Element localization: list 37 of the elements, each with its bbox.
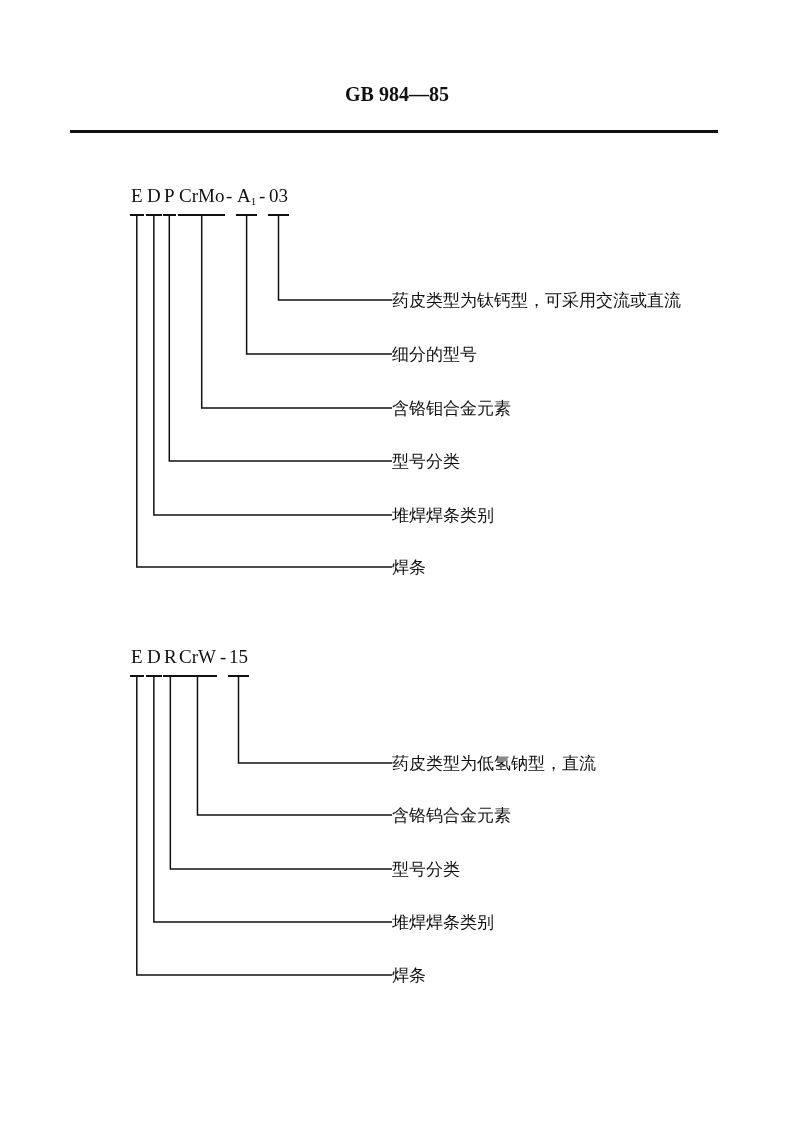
underlined-code-part: 15: [228, 647, 249, 677]
underlined-code-part: 03: [268, 186, 289, 216]
underlined-code-part: D: [146, 186, 162, 216]
description-text: 型号分类: [392, 451, 460, 471]
document-number: GB 984—85: [345, 83, 449, 105]
leader-line: [168, 215, 393, 462]
underlined-code-part: A$_{1}$: [236, 186, 258, 216]
leader-line: [169, 676, 393, 870]
description-text: 堆焊焊条类别: [392, 505, 494, 525]
hyphen-separator: -: [259, 186, 266, 206]
leader-line: [153, 215, 393, 516]
leader-line: [200, 215, 393, 409]
description-text: 药皮类型为钛钙型，可采用交流或直流: [392, 290, 681, 310]
hyphen-separator: -: [226, 186, 233, 206]
leader-line: [136, 215, 393, 568]
leader-line: [153, 676, 393, 923]
description-text: 型号分类: [392, 859, 460, 879]
leader-line: [277, 215, 393, 301]
underlined-code-part: E: [130, 647, 144, 677]
description-text: 含铬钨合金元素: [392, 805, 511, 825]
underlined-code-part: E: [130, 186, 144, 216]
description-text: 细分的型号: [392, 344, 477, 364]
leader-line: [136, 676, 393, 976]
underlined-code-part: R: [163, 647, 178, 677]
underlined-code-part: CrW: [178, 647, 217, 677]
description-text: 焊条: [392, 557, 426, 577]
hyphen-separator: -: [220, 647, 227, 667]
underlined-code-part: CrMo: [178, 186, 226, 216]
description-text: 药皮类型为低氢钠型，直流: [392, 753, 596, 773]
description-text: 焊条: [392, 965, 426, 985]
underlined-code-part: P: [163, 186, 176, 216]
underlined-code-part: D: [146, 647, 162, 677]
leader-line: [245, 215, 393, 355]
leader-line: [196, 676, 393, 816]
leader-line: [237, 676, 393, 764]
description-text: 堆焊焊条类别: [392, 912, 494, 932]
description-text: 含铬钼合金元素: [392, 398, 511, 418]
